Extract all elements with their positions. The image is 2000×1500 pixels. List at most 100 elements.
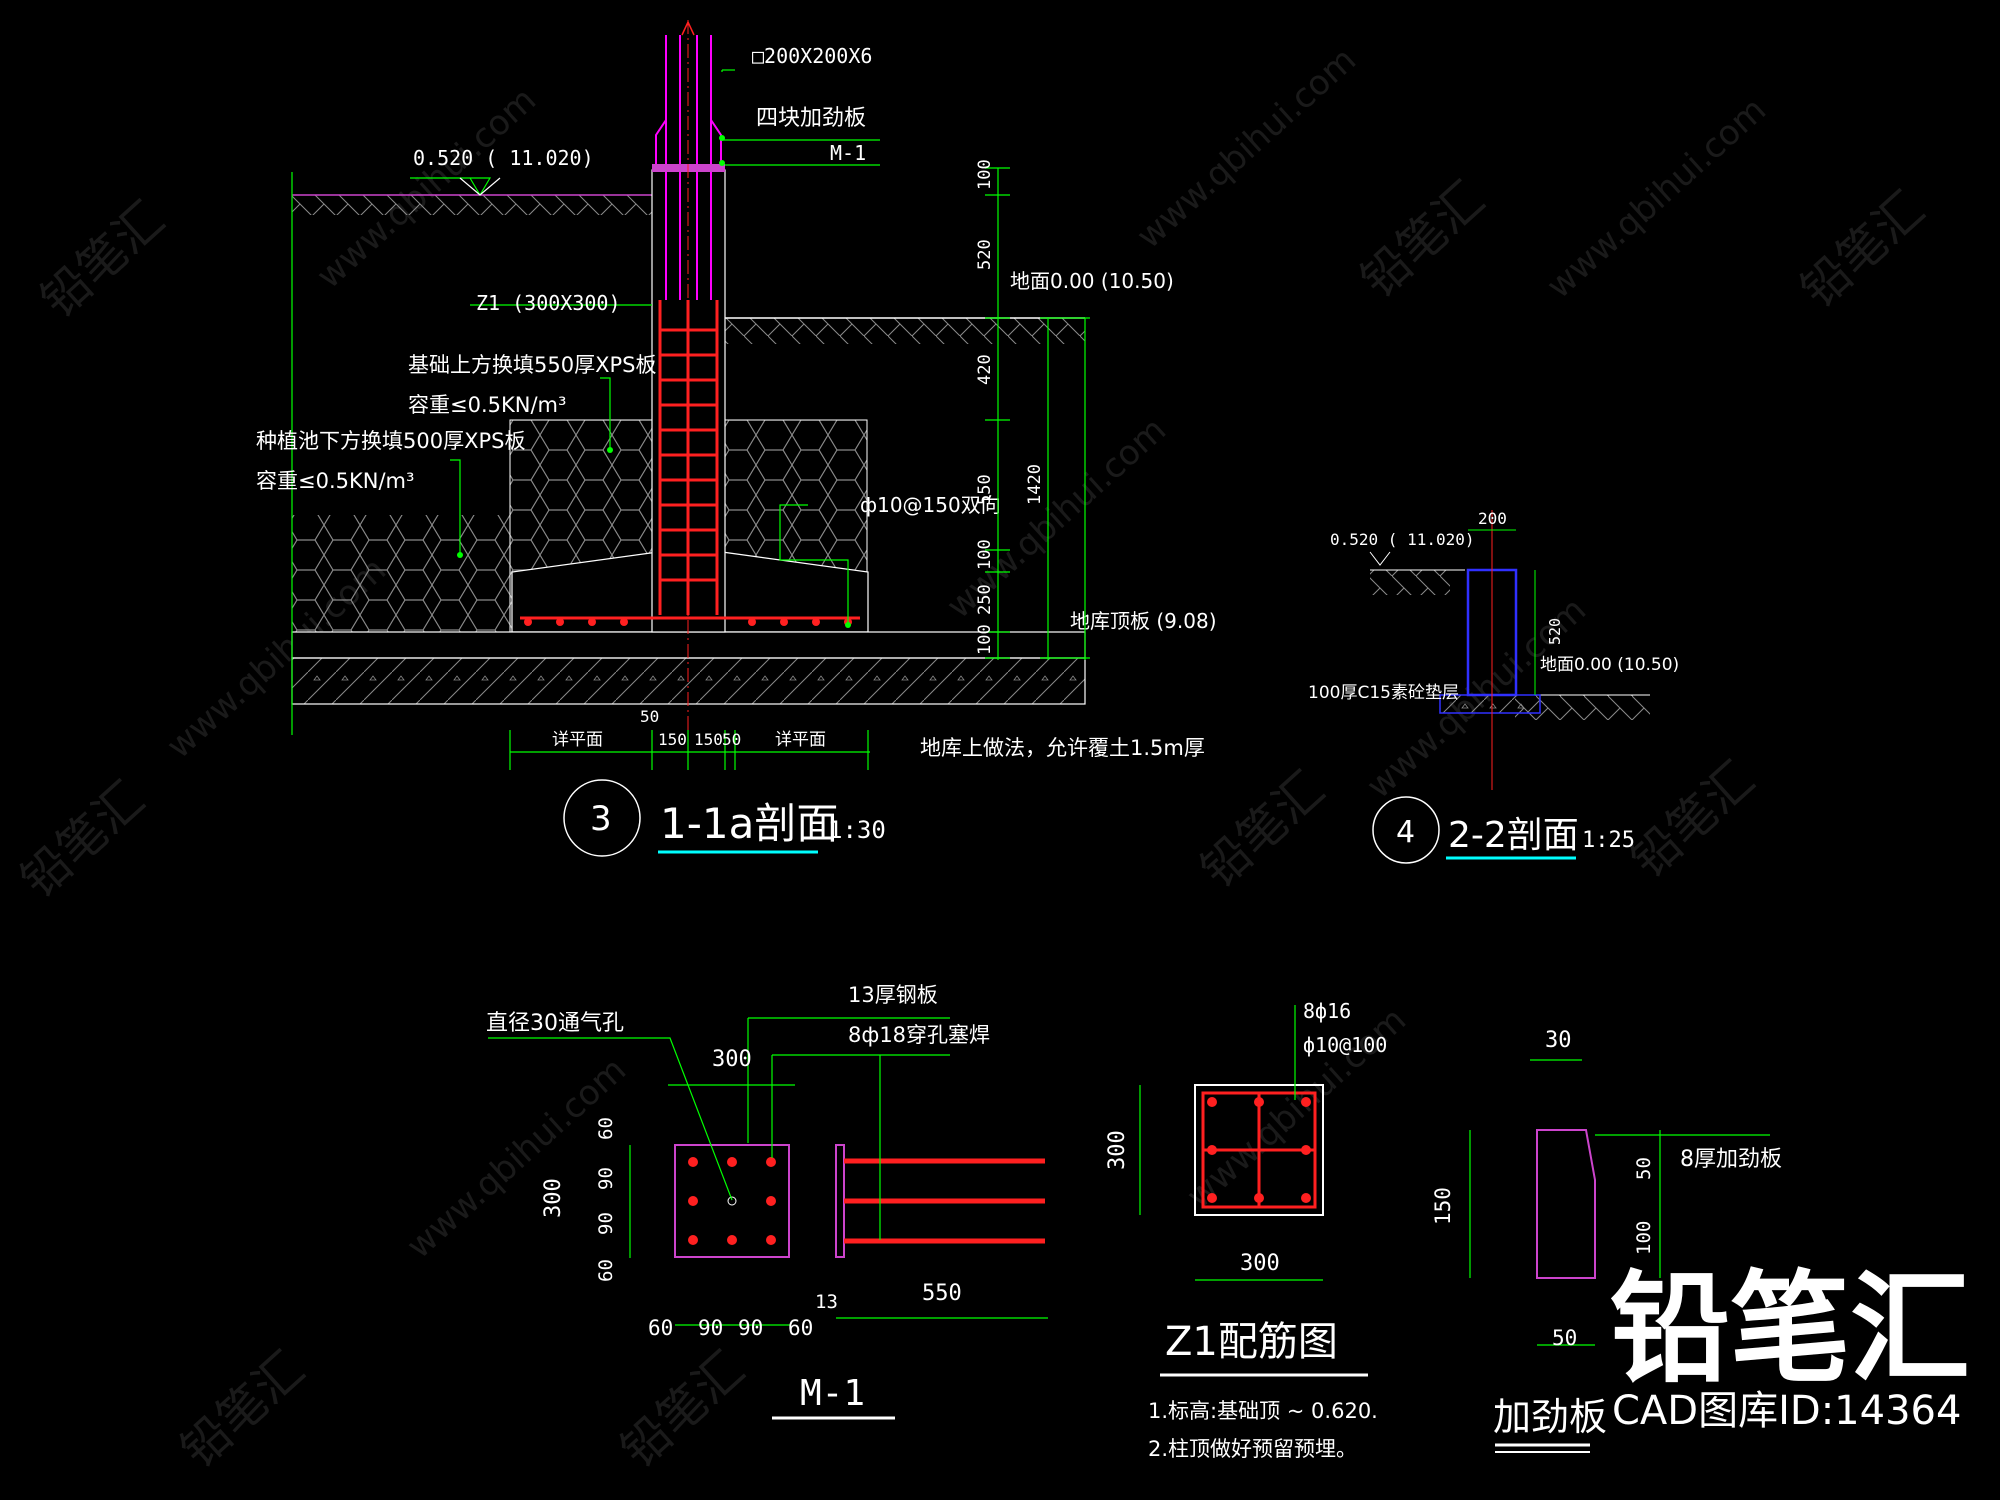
dim-50b: 50 bbox=[722, 730, 741, 749]
top-dim: 30 bbox=[1545, 1028, 1572, 1053]
leader-dot bbox=[845, 622, 851, 628]
dim-550: 550 bbox=[975, 474, 995, 505]
dim-lines bbox=[1469, 1059, 1770, 1346]
watermark-name: 铅笔汇 bbox=[1621, 751, 1765, 889]
dim-100: 100 bbox=[975, 159, 995, 190]
plate-title: M-1 bbox=[800, 1373, 865, 1414]
brand-logo-text: 铅笔汇 bbox=[1610, 1260, 1970, 1399]
section-number: 4 bbox=[1396, 815, 1415, 850]
rebar-label: ф10@150双向 bbox=[860, 493, 1001, 517]
section-number: 3 bbox=[590, 799, 612, 839]
dim-420: 420 bbox=[975, 354, 995, 385]
bottom-dimension bbox=[509, 730, 870, 770]
elevation-top-label: 0.520 ( 11.020) bbox=[413, 146, 594, 170]
leader-dot bbox=[607, 447, 613, 453]
elevation-top-label: 0.520 ( 11.020) bbox=[1330, 530, 1475, 549]
xps-fill-left-low bbox=[292, 515, 512, 632]
dim-150b: 150 bbox=[694, 730, 723, 749]
pipe-label: □200X200X6 bbox=[752, 44, 872, 68]
column-label: Z1 (300X300) bbox=[476, 291, 621, 315]
dim-ref-left: 详平面 bbox=[552, 730, 603, 750]
stiffener-label: 四块加劲板 bbox=[756, 106, 866, 131]
soil-hatch bbox=[1370, 570, 1450, 595]
fill-1-label: 基础上方换填550厚XPS板 bbox=[408, 353, 656, 377]
fill-2-density: 容重≤0.5KN/m³ bbox=[256, 469, 414, 493]
length-label: 550 bbox=[922, 1281, 962, 1306]
studs-side bbox=[844, 1158, 1045, 1244]
note-label: 地库上做法，允许覆土1.5m厚 bbox=[920, 736, 1205, 760]
soil-hatch-left bbox=[292, 195, 652, 215]
z1-title: Z1配筋图 bbox=[1165, 1319, 1338, 1365]
vent-hole bbox=[727, 1196, 737, 1206]
height-label: 520 bbox=[1546, 618, 1564, 645]
leader-dot bbox=[719, 135, 725, 141]
width-label: 200 bbox=[1478, 509, 1507, 528]
leader-lines bbox=[488, 1017, 1048, 1326]
z1-note-1: 1.标高:基础顶 ~ 0.620. bbox=[1148, 1399, 1378, 1423]
stiffener-title: 加劲板 bbox=[1493, 1395, 1607, 1439]
section-scale: 1:25 bbox=[1582, 828, 1635, 853]
fill-1-density: 容重≤0.5KN/m³ bbox=[408, 393, 566, 417]
watermark-name: 铅笔汇 bbox=[31, 191, 175, 329]
dim-y-90b: 90 bbox=[595, 1212, 617, 1235]
upper-dim: 50 bbox=[1633, 1157, 1655, 1180]
section-number-circle bbox=[563, 779, 641, 857]
bottom-dim: 50 bbox=[1552, 1326, 1577, 1350]
section-2-2: 200 0.520 ( 11.020) 520 地面0.00 (10.50) 1… bbox=[1308, 509, 1679, 864]
plate-label: M-1 bbox=[830, 141, 866, 165]
column-section bbox=[1194, 1084, 1324, 1216]
leader-lines bbox=[1139, 1005, 1323, 1281]
watermark-url: www.qbihui.com bbox=[1539, 90, 1774, 307]
leader-lines bbox=[291, 69, 880, 735]
height-label: 300 bbox=[541, 1178, 566, 1218]
dim-y-90a: 90 bbox=[595, 1167, 617, 1190]
watermark-url: www.qbihui.com bbox=[309, 80, 544, 297]
vertical-dimension bbox=[985, 167, 1090, 660]
width-label: 300 bbox=[712, 1047, 752, 1072]
section-number-circle bbox=[1372, 796, 1440, 864]
section-title: 2-2剖面 bbox=[1448, 815, 1579, 856]
studs-label: 8ф18穿孔塞焊 bbox=[848, 1023, 990, 1047]
leader-dot bbox=[457, 552, 463, 558]
stud-holes bbox=[688, 1157, 776, 1245]
break-symbol bbox=[681, 20, 695, 36]
soil-hatch-right bbox=[725, 318, 1085, 344]
dim-ref-right: 详平面 bbox=[775, 730, 826, 750]
section-scale: 1:30 bbox=[828, 816, 886, 844]
steel-plate-label: 13厚钢板 bbox=[848, 983, 938, 1007]
elevation-marker bbox=[1369, 551, 1391, 566]
dim-150a: 150 bbox=[658, 730, 687, 749]
fill-2-label: 种植池下方换填500厚XPS板 bbox=[256, 429, 525, 453]
thickness-label: 13 bbox=[815, 1291, 838, 1313]
watermark-url: www.qbihui.com bbox=[1129, 40, 1364, 257]
dim-y-60a: 60 bbox=[595, 1117, 617, 1140]
watermark-name: 铅笔汇 bbox=[611, 1341, 755, 1479]
watermark-name: 铅笔汇 bbox=[171, 1341, 315, 1479]
ground-label: 地面0.00 (10.50) bbox=[1540, 655, 1679, 675]
watermark-name: 铅笔汇 bbox=[1351, 171, 1495, 309]
brand-logo: 铅笔汇 CAD图库ID:14364 bbox=[1610, 1260, 1970, 1434]
stiffener-desc: 8厚加劲板 bbox=[1680, 1147, 1782, 1172]
plate-m1-detail: 直径30通气孔 13厚钢板 8ф18穿孔塞焊 300 300 60 90 90 … bbox=[486, 983, 1048, 1420]
main-bars bbox=[1207, 1097, 1311, 1203]
watermark-name: 铅笔汇 bbox=[11, 771, 155, 909]
cushion-label: 100厚C15素砼垫层 bbox=[1308, 683, 1459, 703]
dim-100b: 100 bbox=[975, 539, 995, 570]
dim-x-90a: 90 bbox=[698, 1316, 723, 1340]
section-title: 1-1a剖面 bbox=[660, 799, 838, 848]
dim-x-60a: 60 bbox=[648, 1316, 673, 1340]
dim-50a: 50 bbox=[640, 707, 659, 726]
dim-x-60b: 60 bbox=[788, 1316, 813, 1340]
stiffener-plate bbox=[1536, 1129, 1596, 1279]
stiffener-detail: 30 8厚加劲板 150 50 100 50 加劲板 bbox=[1431, 1028, 1782, 1453]
leader-dot bbox=[719, 160, 725, 166]
height-label: 300 bbox=[1105, 1130, 1130, 1170]
lower-dim: 100 bbox=[1633, 1221, 1655, 1255]
brand-id-text: CAD图库ID:14364 bbox=[1612, 1388, 1961, 1434]
section-1-1a: □200X200X6 四块加劲板 M-1 0.520 ( 11.020) Z1 … bbox=[256, 20, 1217, 857]
dim-1420: 1420 bbox=[1025, 464, 1045, 505]
width-label: 300 bbox=[1240, 1251, 1280, 1276]
main-bars-label: 8ф16 bbox=[1303, 999, 1351, 1023]
dim-x-90b: 90 bbox=[738, 1316, 763, 1340]
